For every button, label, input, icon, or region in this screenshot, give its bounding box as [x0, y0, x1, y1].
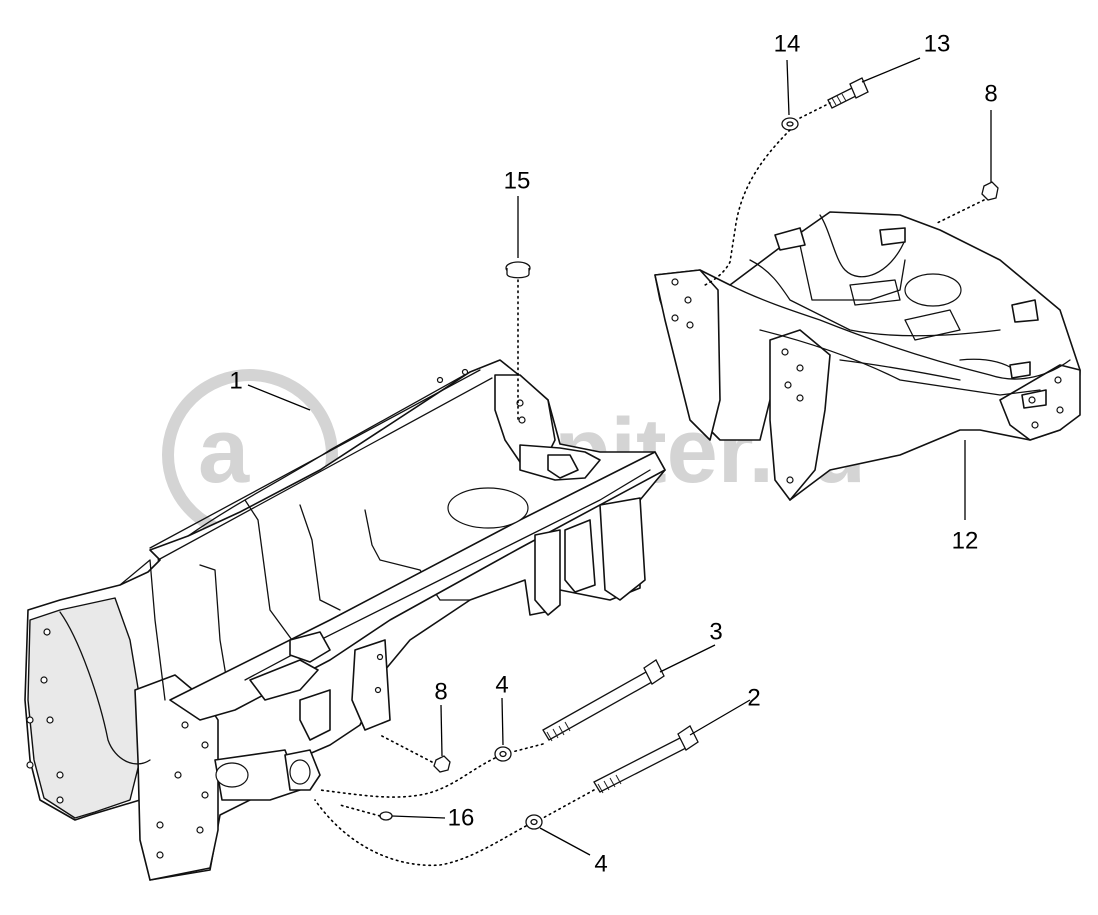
washer-part-4-lower — [525, 814, 543, 830]
watermark-logo-letter: a — [198, 400, 250, 502]
callout-2: 2 — [747, 684, 760, 711]
washer-part-14 — [781, 117, 799, 131]
callout-13: 13 — [924, 30, 951, 57]
small-parts — [379, 77, 999, 830]
callout-14: 14 — [774, 30, 801, 57]
main-frame-part-1 — [24, 359, 666, 881]
callout-15: 15 — [504, 167, 531, 194]
bolt-part-2 — [593, 725, 699, 794]
nut-part-8-bottom — [433, 755, 451, 773]
callout-16: 16 — [448, 804, 475, 831]
callout-8-upper: 8 — [984, 80, 997, 107]
bolt-part-3 — [542, 659, 665, 742]
callout-4-lower: 4 — [594, 850, 607, 877]
callout-3: 3 — [709, 618, 722, 645]
callout-12: 12 — [952, 527, 979, 554]
callout-labels: 1 2 3 4 4 8 8 12 13 14 15 16 — [229, 30, 997, 877]
bolt-part-13 — [827, 77, 869, 109]
plug-part-15 — [505, 261, 531, 279]
washer-part-4-upper — [494, 746, 512, 762]
rear-frame-part-12 — [654, 211, 1081, 501]
frame-bolt-holes — [26, 368, 526, 859]
nut-part-8-top — [981, 181, 999, 201]
plug-part-16 — [379, 811, 393, 821]
callout-4-upper: 4 — [495, 671, 508, 698]
assembly-lines — [314, 102, 985, 867]
leader-lines — [247, 57, 992, 856]
callout-1: 1 — [229, 367, 242, 394]
callout-8-lower: 8 — [434, 678, 447, 705]
